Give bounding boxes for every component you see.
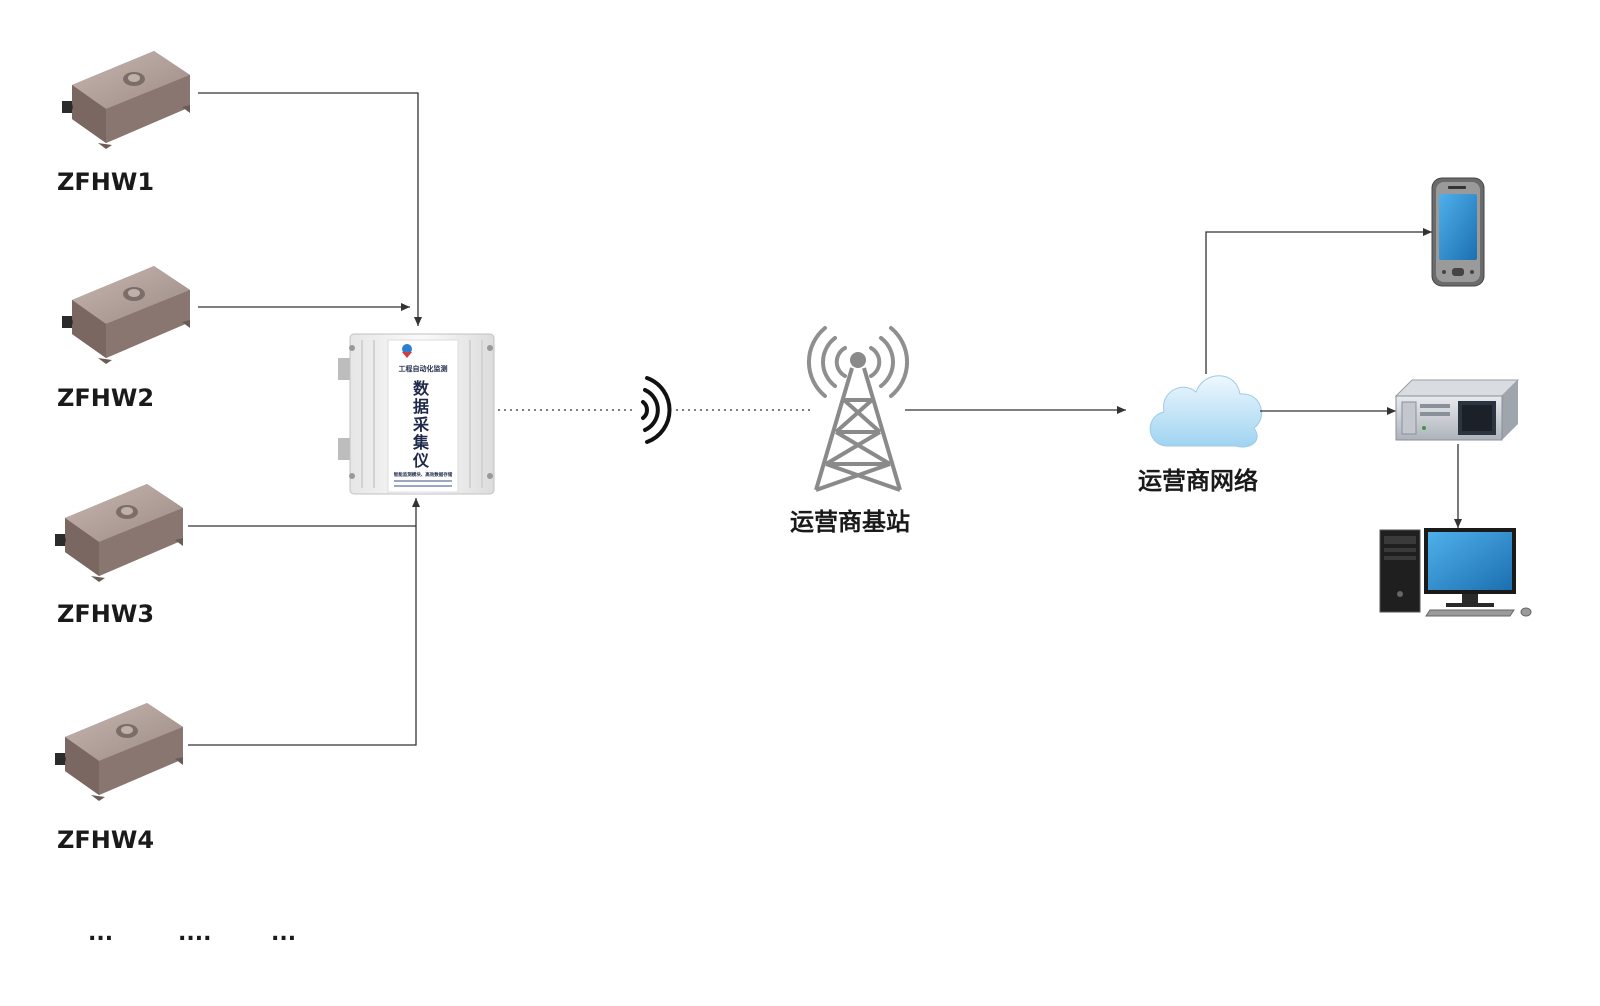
collector-footer: 智能监测模块、高效数据存储 — [394, 471, 453, 478]
wireless-signal-icon — [641, 376, 672, 444]
sensor-device-icon — [55, 703, 183, 801]
network-connectors — [1205, 228, 1462, 528]
sensor-connectors — [188, 92, 422, 746]
operator-network: 运营商网络 — [1138, 375, 1262, 495]
connector-network-phone — [1205, 228, 1432, 374]
connector-sensor-4 — [188, 498, 420, 746]
smartphone-icon — [1431, 177, 1485, 287]
collector-title-char: 集 — [412, 433, 430, 452]
sensor-label: ZFHW2 — [57, 384, 154, 412]
base-station: 运营商基站 — [790, 326, 910, 536]
collector-title-char: 据 — [413, 397, 429, 416]
sensor-4: ZFHW4 — [55, 703, 183, 854]
cell-tower-icon — [807, 326, 909, 492]
sensor-device-icon — [55, 484, 183, 582]
cloud-icon — [1149, 375, 1262, 448]
connector-sensor-1 — [198, 92, 422, 326]
sensor-3: ZFHW3 — [55, 484, 183, 628]
network-label: 运营商网络 — [1138, 467, 1258, 495]
base-station-label: 运营商基站 — [790, 508, 910, 536]
sensor-device-icon — [62, 51, 190, 149]
collector-title-char: 采 — [412, 415, 429, 434]
sensor-device-icon — [62, 266, 190, 364]
collector-title-char: 仪 — [412, 451, 430, 470]
sensor-1: ZFHW1 — [57, 51, 190, 196]
ellipsis-1: ... — [88, 921, 113, 946]
sensor-label: ZFHW3 — [57, 600, 154, 628]
data-collector: 工程自动化监测 数 据 采 集 仪 智能监测模块、高效数据存储 — [338, 333, 495, 495]
collector-header: 工程自动化监测 — [399, 364, 448, 373]
server-icon — [1394, 379, 1520, 441]
ellipsis-2: .... — [178, 921, 211, 946]
collector-logo-icon — [402, 344, 412, 358]
ellipsis-3: ... — [271, 921, 296, 946]
desktop-computer-icon — [1379, 528, 1532, 617]
collector-title-char: 数 — [413, 379, 430, 398]
sensor-label: ZFHW4 — [57, 826, 154, 854]
sensor-2: ZFHW2 — [57, 266, 190, 412]
sensor-label: ZFHW1 — [57, 168, 154, 196]
